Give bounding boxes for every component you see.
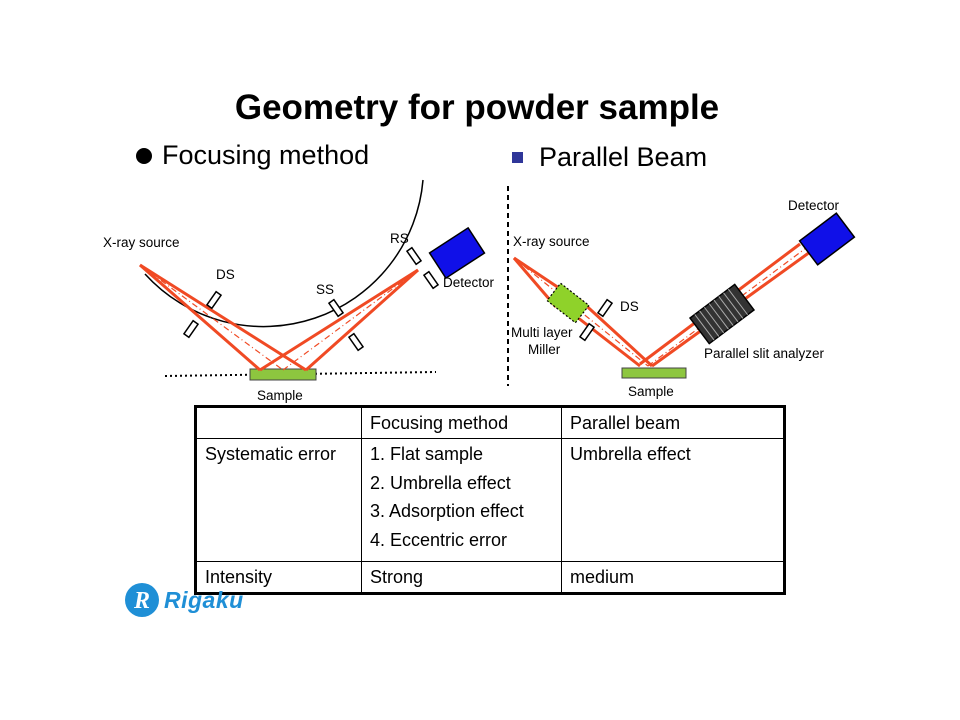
focusing-diagram: X-ray source DS SS RS Detector Sample — [103, 179, 495, 403]
focusing-method-heading-text: Focusing method — [162, 140, 370, 170]
mirror-label-line2: Miller — [528, 342, 561, 357]
focusing-ds-label: DS — [216, 267, 235, 282]
list-item: 1. Flat sample — [370, 444, 484, 464]
table-header-cell: Focusing method — [361, 406, 562, 439]
parallel-beam-heading: Parallel Beam — [512, 142, 707, 173]
focusing-detector — [428, 226, 486, 280]
rigaku-logo-text: Rigaku — [164, 586, 244, 613]
table-header-row: Focusing method Parallel beam — [195, 406, 785, 439]
parallel-analyzer-label: Parallel slit analyzer — [704, 346, 825, 361]
parallel-ds-label: DS — [620, 299, 639, 314]
table-cell-focusing-errors: 1. Flat sample 2. Umbrella effect 3. Ads… — [361, 438, 562, 562]
geometry-diagram: X-ray source DS SS RS Detector Sample — [103, 179, 856, 403]
parallel-ds-slit-lower — [578, 322, 596, 342]
focusing-beam — [139, 263, 419, 372]
bullet-square-icon — [512, 152, 523, 163]
focusing-detector-label: Detector — [443, 275, 495, 290]
focusing-ss-label: SS — [316, 282, 334, 297]
ds-slit-lower — [182, 319, 200, 339]
list-item: 3. Adsorption effect — [370, 501, 524, 521]
focusing-beam-center — [139, 264, 419, 371]
comparison-table: Focusing method Parallel beam Systematic… — [194, 405, 786, 595]
table-header-cell — [195, 406, 362, 439]
ss-slit-upper — [327, 298, 345, 318]
mirror-label-line1: Multi layer — [511, 325, 573, 340]
list-item: 2. Umbrella effect — [370, 472, 511, 493]
rs-slit-lower — [422, 270, 440, 290]
parallel-xray-source-label: X-ray source — [513, 234, 590, 249]
table-cell: medium — [561, 561, 785, 594]
table-row-systematic-error: Systematic error 1. Flat sample 2. Umbre… — [195, 438, 785, 562]
ss-slit-lower — [347, 332, 365, 352]
parallel-sample — [621, 367, 687, 379]
svg-text:R: R — [133, 588, 150, 614]
focusing-xray-source-label: X-ray source — [103, 235, 180, 250]
bullet-circle-icon — [136, 147, 152, 164]
ds-slit-upper — [205, 290, 223, 310]
parallel-slit-analyzer — [688, 283, 756, 345]
parallel-detector-label: Detector — [788, 198, 840, 213]
table-header-cell: Parallel beam — [561, 406, 785, 439]
table-row-label: Intensity — [195, 561, 362, 594]
parallel-beam-heading-text: Parallel Beam — [539, 142, 708, 172]
focusing-sample-label: Sample — [257, 388, 303, 403]
parallel-ds-slit-upper — [596, 298, 614, 318]
multilayer-mirror — [546, 282, 590, 324]
focusing-method-heading: Focusing method — [136, 140, 369, 171]
parallel-beam-center — [513, 247, 807, 367]
table-row-intensity: Intensity Strong medium — [195, 561, 785, 594]
table-cell: Strong — [361, 561, 562, 594]
rigaku-logo-icon: R — [125, 583, 159, 617]
parallel-diagram: X-ray source DS Multi layer Miller Detec… — [511, 198, 856, 399]
rs-slit-upper — [405, 246, 423, 266]
focusing-sample — [249, 368, 317, 381]
focusing-rs-label: RS — [390, 231, 409, 246]
page-title: Geometry for powder sample — [234, 88, 720, 127]
parallel-sample-label: Sample — [628, 384, 674, 399]
rigaku-logo: R Rigaku — [124, 582, 244, 618]
parallel-detector — [798, 212, 856, 266]
table-row-label: Systematic error — [195, 438, 362, 562]
list-item: 4. Eccentric error — [370, 529, 508, 550]
table-cell: Umbrella effect — [561, 438, 785, 562]
